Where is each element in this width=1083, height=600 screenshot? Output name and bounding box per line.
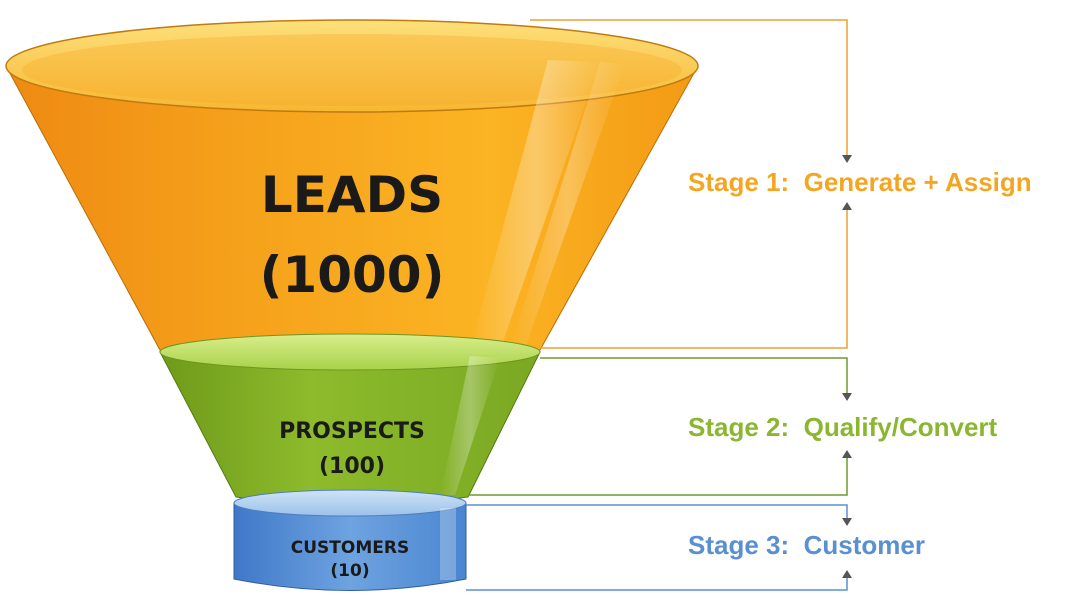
stage3-label: Stage 3: Customer [688, 530, 925, 560]
stage3-bracket [466, 504, 848, 591]
stage2-arrow-down-icon [842, 393, 852, 401]
customers-segment [233, 489, 467, 591]
leads-count: (1000) [260, 246, 445, 304]
stage1-arrow-down-icon [842, 155, 852, 163]
customers-count: (10) [330, 561, 369, 581]
stage3-arrow-down-icon [842, 518, 852, 526]
prospects-count: (100) [319, 454, 385, 479]
stage1-arrow-up-icon [842, 202, 852, 210]
stage1-bracket [530, 19, 848, 349]
customers-title: CUSTOMERS [291, 538, 409, 558]
stage3-arrow-up-icon [842, 570, 852, 578]
stage1-label: Stage 1: Generate + Assign [688, 167, 1032, 197]
leads-segment [5, 19, 699, 368]
stage2-label: Stage 2: Qualify/Convert [688, 412, 998, 442]
prospects-title: PROSPECTS [279, 419, 425, 444]
stage2-arrow-up-icon [842, 450, 852, 458]
stage2-bracket [468, 357, 848, 496]
leads-title: LEADS [261, 166, 443, 224]
